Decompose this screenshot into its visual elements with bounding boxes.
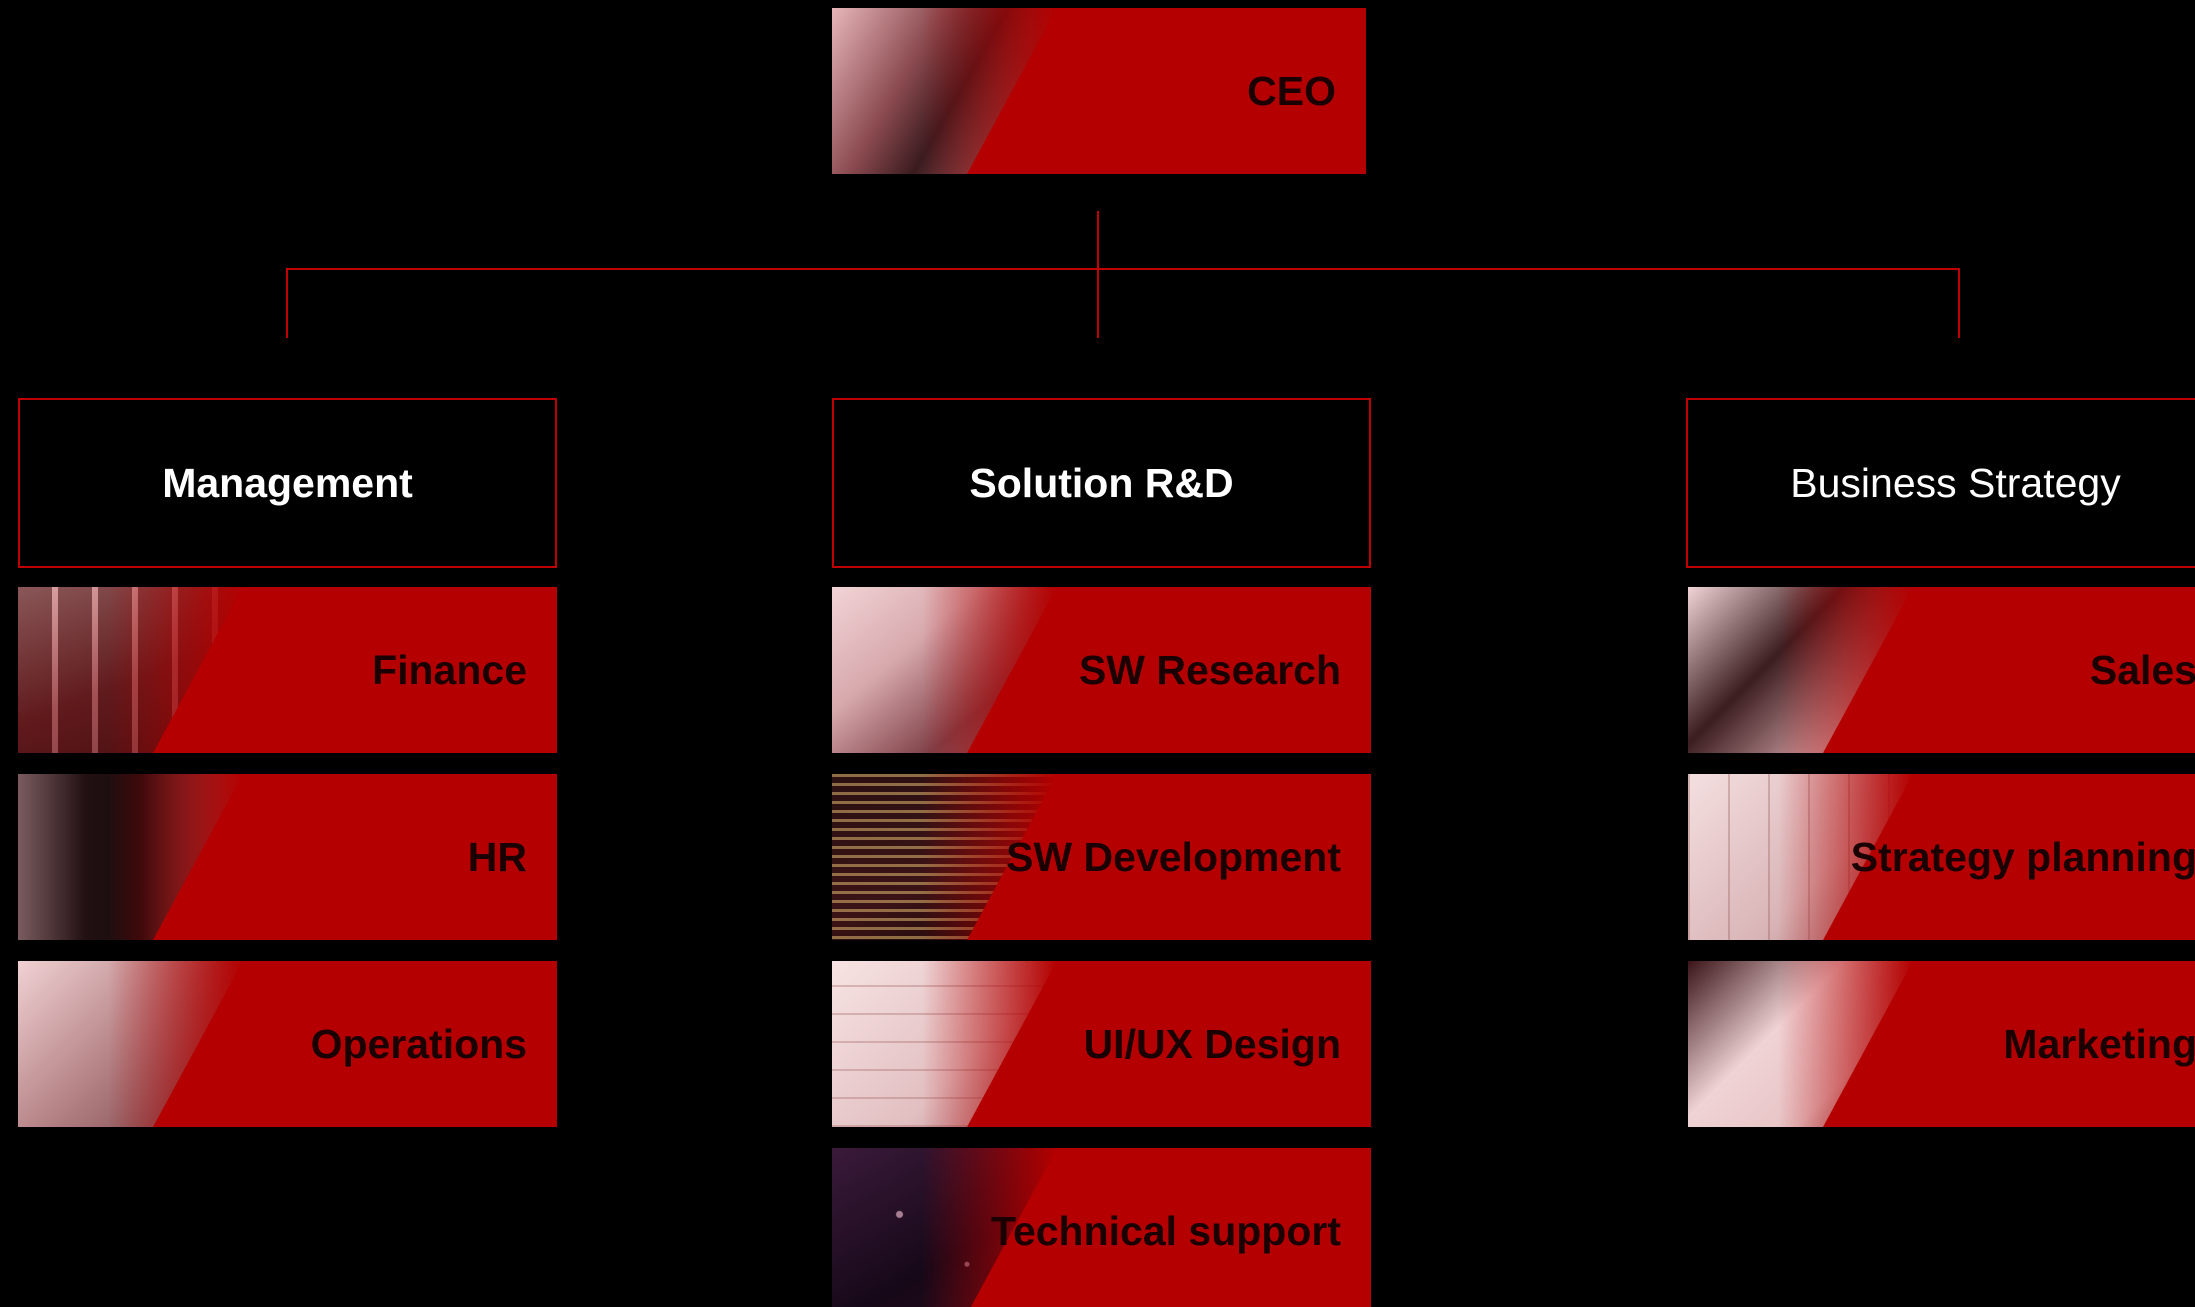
unit-label: Operations — [310, 1020, 527, 1067]
businessman-suit-photo-icon — [18, 774, 243, 940]
unit-label: Technical support — [990, 1207, 1341, 1254]
businessman-photo-icon — [832, 8, 1057, 174]
dashboard-monitors-photo-icon — [18, 587, 243, 753]
dept-title: Management — [162, 459, 413, 506]
unit-card-sw-research: SW Research — [832, 587, 1371, 753]
unit-label: HR — [467, 833, 527, 880]
dept-title: Business Strategy — [1790, 459, 2121, 506]
unit-label: UI/UX Design — [1083, 1020, 1341, 1067]
unit-card-finance: Finance — [18, 587, 557, 753]
unit-card-uiux-design: UI/UX Design — [832, 961, 1371, 1127]
unit-label: Strategy planning — [1850, 833, 2195, 880]
unit-card-sw-development: SW Development — [832, 774, 1371, 940]
unit-card-marketing: Marketing — [1688, 961, 2195, 1127]
unit-label: SW Research — [1078, 646, 1341, 693]
dept-header-solution-rd: Solution R&D — [832, 398, 1371, 568]
chart-pen-photo-icon — [1688, 961, 1913, 1127]
unit-label: Marketing — [2003, 1020, 2195, 1067]
unit-card-operations: Operations — [18, 961, 557, 1127]
unit-card-sales: Sales — [1688, 587, 2195, 753]
dept-title: Solution R&D — [969, 459, 1234, 506]
unit-card-technical-support: Technical support — [832, 1148, 1371, 1307]
unit-label: Finance — [372, 646, 527, 693]
ceo-card: CEO — [832, 8, 1366, 174]
tablet-hands-photo-icon — [832, 587, 1057, 753]
wireframe-sketch-photo-icon — [832, 961, 1057, 1127]
unit-card-strategy-planning: Strategy planning — [1688, 774, 2195, 940]
dept-header-management: Management — [18, 398, 557, 568]
unit-label: SW Development — [1006, 833, 1341, 880]
connector-right-drop — [1958, 268, 1960, 338]
ceo-label: CEO — [1247, 67, 1336, 114]
laptop-desk-photo-icon — [18, 961, 243, 1127]
connector-ceo-down — [1097, 211, 1099, 338]
unit-card-hr: HR — [18, 774, 557, 940]
connector-left-drop — [286, 268, 288, 338]
dept-header-business-strategy: Business Strategy — [1686, 398, 2195, 568]
unit-label: Sales — [2089, 646, 2195, 693]
connector-horizontal — [286, 268, 1960, 270]
handshake-photo-icon — [1688, 587, 1913, 753]
